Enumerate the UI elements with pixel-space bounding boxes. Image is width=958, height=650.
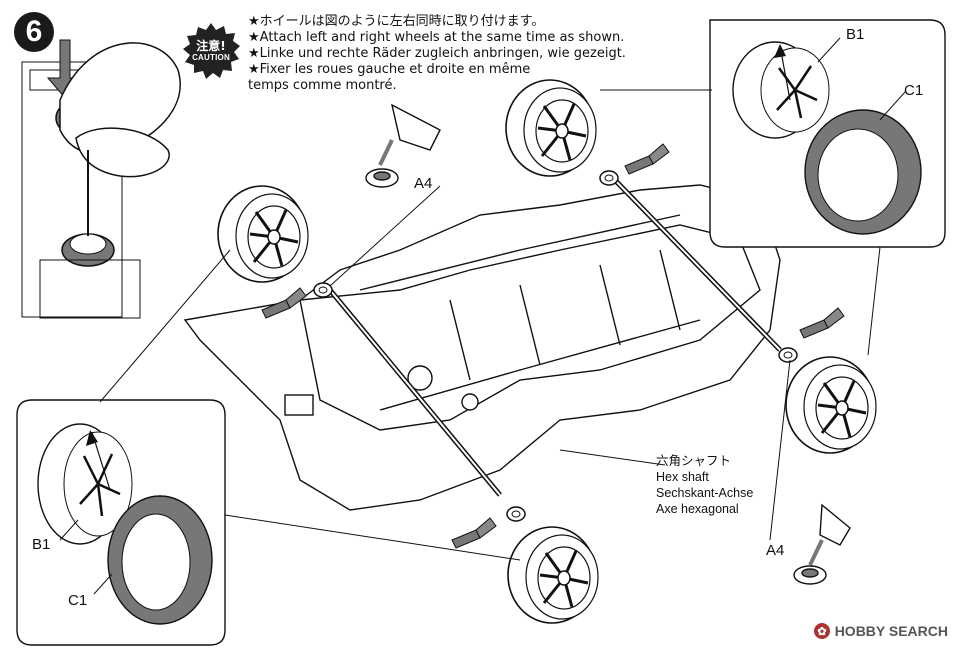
hex-shaft-line: Sechskant-Achse [656,486,754,500]
hex-shaft-line: 六角シャフト [656,454,732,468]
svg-text:✿: ✿ [817,626,826,638]
wheel-rear-right [784,355,878,455]
bearing-front-left [313,282,333,298]
inset-top-right [709,19,946,248]
note-line: ★ホイールは図のように左右同時に取り付けます。 [248,14,545,29]
step-number-badge: 6 [14,12,54,52]
caution-burst-icon [183,23,240,79]
wheel-front-left [216,184,310,284]
label-b1-bottom: B1 [32,536,51,553]
caution-notes: ★ホイールは図のように左右同時に取り付けます。 ★Attach left and… [248,14,626,94]
grease-tube-3 [799,307,845,339]
bearing-rear-left [599,170,619,186]
wheel-front-right [506,525,600,625]
a4-grease-cup-bottom [793,503,851,585]
inset-bottom-left [16,399,226,646]
label-b1-top: B1 [846,26,865,43]
caution-badge: 注意! CAUTION [182,22,240,80]
note-line: ★Linke und rechte Räder zugleich anbring… [248,46,626,61]
hex-shafts [328,173,782,497]
label-c1-top: C1 [904,82,924,99]
bearing-front-right [506,506,526,522]
hobby-search-logo-icon: ✿ [813,623,830,639]
grease-tube-2 [624,143,670,175]
hand-assembly-sketch [21,39,181,319]
label-a4-bottom: A4 [766,542,785,559]
caution-subtitle: CAUTION [192,53,230,62]
note-line: ★Attach left and right wheels at the sam… [248,30,625,45]
a4-grease-cup-top [365,103,441,188]
hex-shaft-line: Hex shaft [656,470,709,484]
hex-shaft-line: Axe hexagonal [656,502,739,516]
wheel-rear-left [504,78,598,178]
bearing-rear-right [778,347,798,363]
caution-title: 注意! [196,39,226,53]
hex-shaft-label: 六角シャフト Hex shaft Sechskant-Achse Axe hex… [656,453,753,517]
watermark: ✿ HOBBY SEARCH [813,622,948,640]
note-line: ★Fixer les roues gauche et droite en mêm… [248,62,531,77]
label-a4-top: A4 [414,175,433,192]
watermark-text: HOBBY SEARCH [834,623,948,639]
grease-tube-4 [451,517,497,549]
label-c1-bottom: C1 [68,592,88,609]
chassis [183,184,781,511]
note-line: temps comme montré. [248,78,397,93]
